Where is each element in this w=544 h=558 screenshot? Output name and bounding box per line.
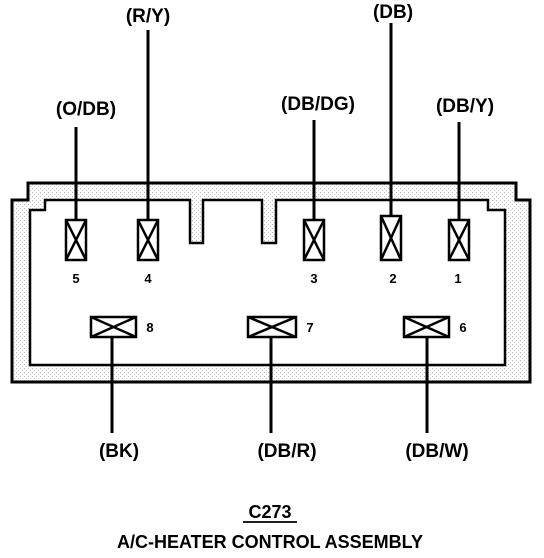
pin-number-6: 6 [459, 320, 466, 335]
wire-label-pin-6: (DB/W) [405, 441, 468, 462]
terminal-4 [136, 218, 160, 262]
pin-numbers: 5 4 3 2 1 8 7 6 [72, 271, 466, 335]
terminal-2 [379, 214, 403, 262]
pin-number-3: 3 [310, 271, 317, 286]
pin-number-4: 4 [144, 271, 152, 286]
pin-number-1: 1 [454, 271, 461, 286]
connector-name: A/C-HEATER CONTROL ASSEMBLY [117, 532, 423, 552]
connector-id: C273 [248, 502, 291, 522]
wire-label-pin-7: (DB/R) [257, 441, 316, 462]
pin-number-7: 7 [306, 320, 313, 335]
bottom-terminals [89, 315, 451, 339]
terminal-8 [89, 315, 138, 339]
terminal-7 [246, 315, 298, 339]
pin-number-2: 2 [389, 271, 396, 286]
terminal-3 [302, 218, 326, 262]
terminal-5 [64, 218, 88, 262]
top-wires [74, 23, 461, 222]
pin-number-8: 8 [146, 320, 153, 335]
wire-label-pin-4: (R/Y) [126, 6, 170, 27]
wire-label-pin-3: (DB/DG) [281, 94, 355, 115]
wire-label-pin-1: (DB/Y) [436, 96, 494, 117]
wire-label-pin-5: (O/DB) [56, 99, 116, 120]
wire-label-pin-2: (DB) [373, 2, 413, 23]
wire-label-pin-8: (BK) [99, 441, 139, 462]
top-wire-labels: (O/DB) (R/Y) (DB/DG) (DB) (DB/Y) [56, 2, 494, 120]
top-terminals [64, 214, 471, 262]
bottom-wires [110, 337, 429, 433]
terminal-1 [447, 218, 471, 262]
pin-number-5: 5 [72, 271, 79, 286]
terminal-6 [402, 315, 451, 339]
bottom-wire-labels: (BK) (DB/R) (DB/W) [99, 441, 469, 462]
